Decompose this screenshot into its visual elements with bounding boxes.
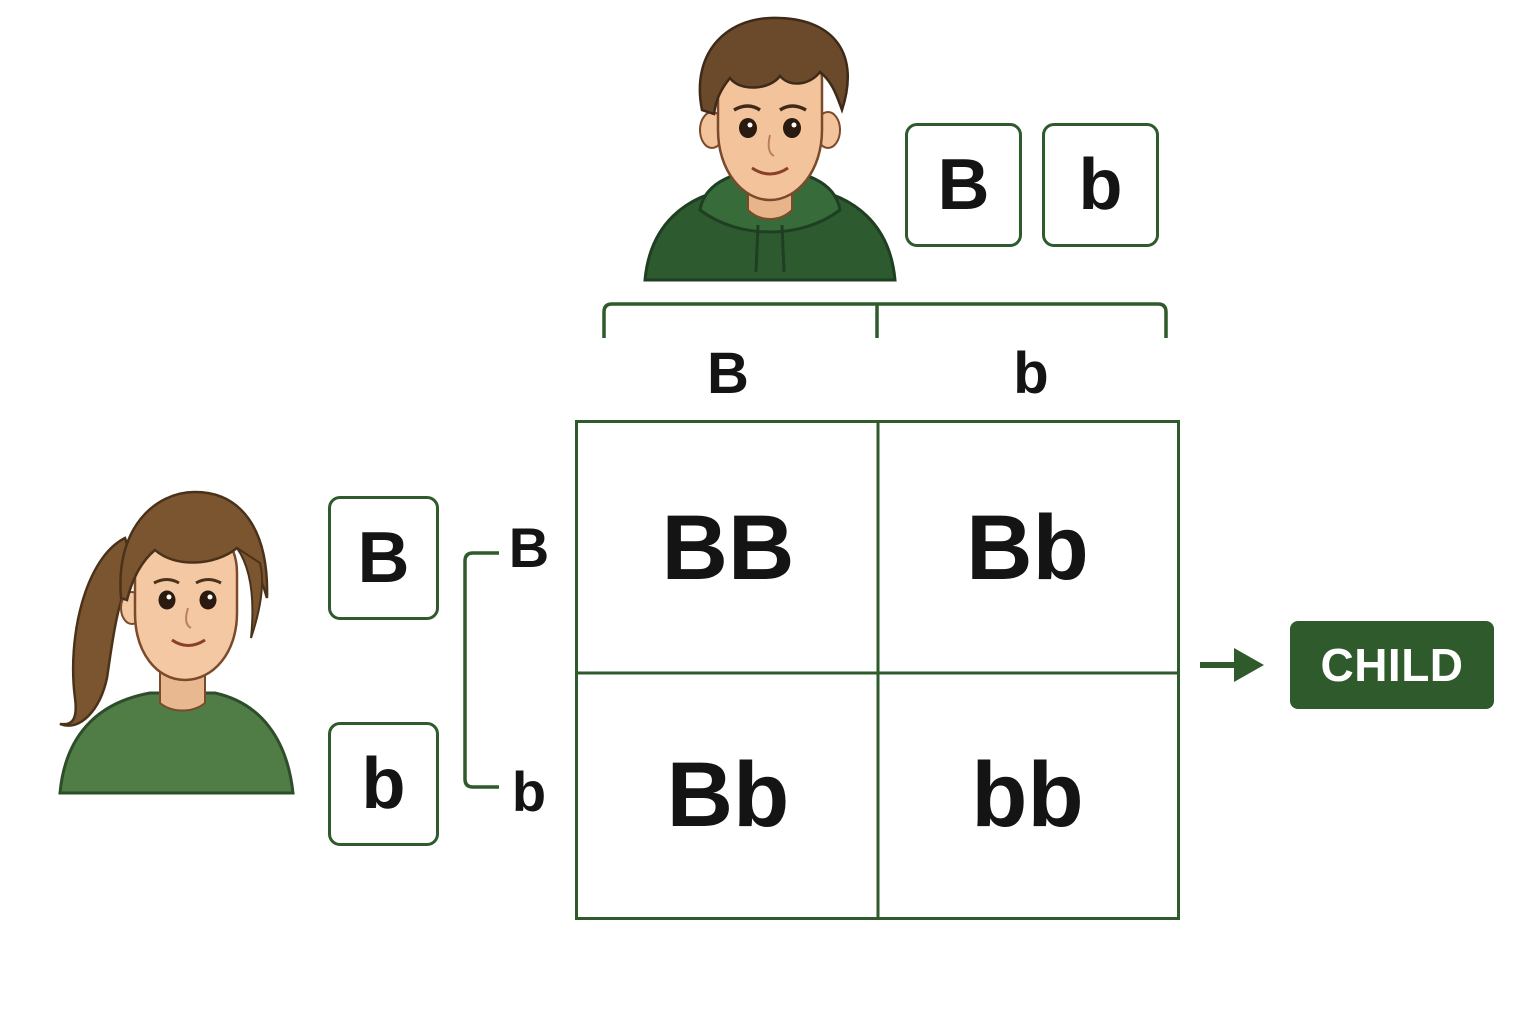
father-allele-2: b: [1042, 123, 1159, 247]
child-label: CHILD: [1320, 639, 1464, 691]
punnett-cell-2-2: bb: [971, 743, 1084, 846]
mother-allele-2-label: b: [361, 744, 406, 824]
punnett-cell-1-1: BB: [661, 496, 795, 599]
child-badge: CHILD: [1290, 621, 1494, 709]
father-bracket: [602, 302, 1168, 338]
mother-allele-1: B: [328, 496, 439, 620]
father-allele-1-label: B: [937, 145, 990, 225]
father-avatar: [643, 16, 897, 282]
mother-avatar: [58, 490, 295, 795]
punnett-square: BB Bb Bb bb: [575, 420, 1180, 920]
row-header-1: B: [508, 515, 550, 579]
column-header-1: B: [707, 340, 749, 406]
father-allele-2-label: b: [1078, 145, 1123, 225]
column-header-2: b: [1013, 340, 1049, 406]
arrow-right-icon: [1200, 648, 1264, 682]
punnett-cell-2-1: Bb: [666, 743, 790, 846]
mother-bracket: [463, 551, 499, 789]
mother-allele-1-label: B: [357, 518, 410, 598]
punnett-cell-1-2: Bb: [966, 496, 1089, 599]
grid-dividers: [578, 423, 1177, 917]
father-allele-1: B: [905, 123, 1022, 247]
row-header-2: b: [511, 759, 547, 823]
mother-allele-2: b: [328, 722, 439, 846]
